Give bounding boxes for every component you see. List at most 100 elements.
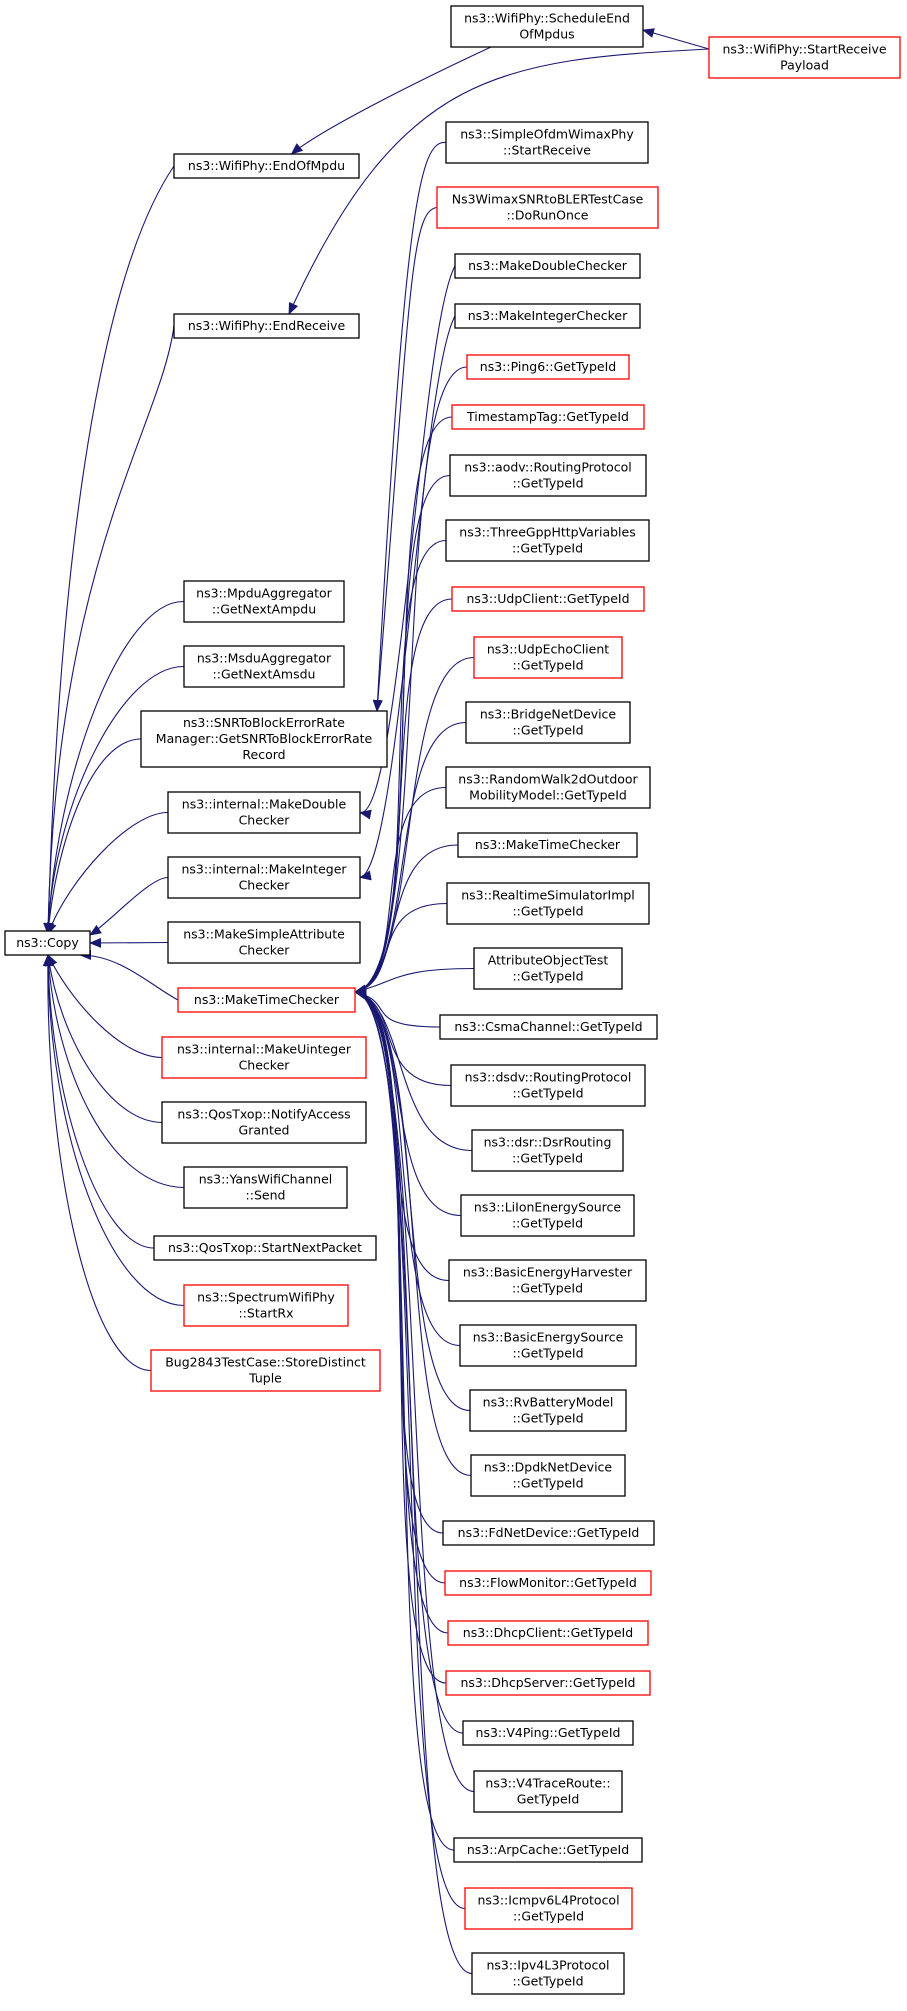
- node-msduagg[interactable]: ns3::MsduAggregator::GetNextAmsdu: [183, 645, 345, 688]
- node-label: ns3::ArpCache::GetTypeId: [467, 1842, 629, 1857]
- node-ns3wimaxsnr[interactable]: Ns3WimaxSNRtoBLERTestCase::DoRunOnce: [436, 186, 659, 229]
- node-box: [4, 930, 91, 956]
- node-label: ::DoRunOnce: [507, 208, 589, 223]
- node-arpcache[interactable]: ns3::ArpCache::GetTypeId: [453, 1837, 643, 1863]
- node-ipv4l3[interactable]: ns3::Ipv4L3Protocol::GetTypeId: [471, 1952, 625, 1995]
- node-label: ::GetTypeId: [513, 1909, 584, 1924]
- node-endreceive[interactable]: ns3::WifiPhy::EndReceive: [173, 313, 360, 339]
- node-box: [466, 354, 630, 380]
- node-snrtoblock[interactable]: ns3::SNRToBlockErrorRateManager::GetSNRT…: [140, 710, 388, 768]
- node-icmpv6[interactable]: ns3::Icmpv6L4Protocol::GetTypeId: [464, 1887, 633, 1930]
- node-label: ::GetTypeId: [512, 1476, 583, 1491]
- node-box: [464, 1887, 633, 1930]
- node-mpduagg[interactable]: ns3::MpduAggregator::GetNextAmpdu: [183, 580, 345, 623]
- node-intmakedouble[interactable]: ns3::internal::MakeDoubleChecker: [167, 791, 361, 834]
- node-box: [445, 1670, 651, 1696]
- node-simpleofdm[interactable]: ns3::SimpleOfdmWimaxPhy::StartReceive: [445, 121, 649, 164]
- node-box: [451, 404, 645, 430]
- node-makedoublechecker[interactable]: ns3::MakeDoubleChecker: [454, 253, 641, 279]
- node-box: [469, 1389, 627, 1432]
- node-dsr[interactable]: ns3::dsr::DsrRouting::GetTypeId: [471, 1129, 624, 1172]
- node-label: ::GetTypeId: [512, 1346, 583, 1361]
- node-dpdk[interactable]: ns3::DpdkNetDevice::GetTypeId: [470, 1454, 626, 1497]
- node-label: ns3::QosTxop::StartNextPacket: [168, 1240, 362, 1255]
- node-maketimechecker[interactable]: ns3::MakeTimeChecker: [177, 987, 356, 1013]
- node-label: Ns3WimaxSNRtoBLERTestCase: [452, 192, 644, 207]
- node-dhcpserver[interactable]: ns3::DhcpServer::GetTypeId: [445, 1670, 651, 1696]
- node-box: [471, 1129, 624, 1172]
- node-intmakeinteger[interactable]: ns3::internal::MakeIntegerChecker: [167, 856, 361, 899]
- node-box: [183, 645, 345, 688]
- edge-bug2843-to-copy: [42, 954, 152, 1372]
- node-box: [445, 121, 649, 164]
- edge-arpcache-to-maketimechecker: [354, 988, 455, 1851]
- node-randomwalk[interactable]: ns3::RandomWalk2dOutdoorMobilityModel::G…: [445, 766, 651, 809]
- node-basicharvester[interactable]: ns3::BasicEnergyHarvester::GetTypeId: [448, 1259, 647, 1302]
- node-label: ::GetTypeId: [512, 1974, 583, 1989]
- node-endofmpdu[interactable]: ns3::WifiPhy::EndOfMpdu: [173, 153, 360, 179]
- node-label: ::GetTypeId: [512, 723, 583, 738]
- node-spectrumstartrx[interactable]: ns3::SpectrumWifiPhy::StartRx: [183, 1284, 349, 1327]
- node-box: [442, 1520, 655, 1546]
- node-yanssend[interactable]: ns3::YansWifiChannel::Send: [183, 1166, 348, 1209]
- node-bridgenet[interactable]: ns3::BridgeNetDevice::GetTypeId: [465, 701, 631, 744]
- edge-randomwalk-to-maketimechecker: [354, 786, 447, 995]
- node-copy[interactable]: ns3::Copy: [4, 930, 91, 956]
- nodes-layer: ns3::Copyns3::WifiPhy::EndOfMpduns3::Wif…: [4, 5, 901, 1995]
- node-label: Checker: [239, 878, 291, 893]
- node-ping6[interactable]: ns3::Ping6::GetTypeId: [466, 354, 630, 380]
- node-label: ns3::FlowMonitor::GetTypeId: [459, 1575, 637, 1590]
- node-liion[interactable]: ns3::LiIonEnergySource::GetTypeId: [460, 1194, 635, 1237]
- node-timestamptag[interactable]: TimestampTag::GetTypeId: [451, 404, 645, 430]
- node-flowmonitor[interactable]: ns3::FlowMonitor::GetTypeId: [444, 1570, 652, 1596]
- node-maketimechecker2[interactable]: ns3::MakeTimeChecker: [457, 832, 638, 858]
- node-dsdv[interactable]: ns3::dsdv::RoutingProtocol::GetTypeId: [450, 1064, 646, 1107]
- node-attrobjtest[interactable]: AttributeObjectTest::GetTypeId: [473, 947, 623, 990]
- node-label: ns3::WifiPhy::StartReceive: [722, 42, 886, 57]
- edge-mpduagg-to-copy: [43, 600, 185, 935]
- node-qosstartnext[interactable]: ns3::QosTxop::StartNextPacket: [153, 1235, 377, 1261]
- edge-intmakeuint-to-copy: [47, 954, 163, 1059]
- node-label: ns3::UdpEchoClient: [487, 642, 609, 657]
- node-rvbattery[interactable]: ns3::RvBatteryModel::GetTypeId: [469, 1389, 627, 1432]
- node-v4trace[interactable]: ns3::V4TraceRoute::GetTypeId: [473, 1770, 623, 1813]
- node-label: ns3::WifiPhy::EndOfMpdu: [188, 158, 345, 173]
- node-label: ns3::V4TraceRoute::: [485, 1776, 610, 1791]
- node-aodv[interactable]: ns3::aodv::RoutingProtocol::GetTypeId: [449, 454, 647, 497]
- node-udpclient[interactable]: ns3::UdpClient::GetTypeId: [451, 586, 645, 612]
- node-label: ns3::MakeIntegerChecker: [468, 308, 628, 323]
- node-csmachannel[interactable]: ns3::CsmaChannel::GetTypeId: [439, 1014, 658, 1040]
- edge-scheduleend-to-endofmpdu: [290, 46, 492, 155]
- node-label: OfMpdus: [519, 27, 574, 42]
- node-label: ns3::UdpClient::GetTypeId: [466, 591, 629, 606]
- node-label: ns3::QosTxop::NotifyAccess: [177, 1107, 350, 1122]
- node-v4ping[interactable]: ns3::V4Ping::GetTypeId: [462, 1720, 634, 1746]
- node-label: Granted: [239, 1123, 290, 1138]
- node-label: ns3::RandomWalk2dOutdoor: [458, 772, 638, 787]
- node-label: ns3::CsmaChannel::GetTypeId: [454, 1019, 642, 1034]
- node-label: ::GetTypeId: [512, 1151, 583, 1166]
- node-box: [446, 882, 650, 925]
- node-udpecho[interactable]: ns3::UdpEchoClient::GetTypeId: [473, 636, 623, 679]
- node-fdnet[interactable]: ns3::FdNetDevice::GetTypeId: [442, 1520, 655, 1546]
- node-label: ns3::BasicEnergyHarvester: [463, 1265, 633, 1280]
- node-makeintegerchecker[interactable]: ns3::MakeIntegerChecker: [454, 303, 641, 329]
- edge-yanssend-to-copy: [43, 954, 185, 1189]
- node-basicsource[interactable]: ns3::BasicEnergySource::GetTypeId: [459, 1324, 637, 1367]
- node-box: [460, 1194, 635, 1237]
- node-realtimesim[interactable]: ns3::RealtimeSimulatorImpl::GetTypeId: [446, 882, 650, 925]
- node-label: ::GetTypeId: [512, 969, 583, 984]
- node-box: [167, 856, 361, 899]
- node-box: [161, 1101, 367, 1144]
- edge-startrecvpayload-to-scheduleend: [642, 28, 710, 50]
- node-dhcpclient[interactable]: ns3::DhcpClient::GetTypeId: [447, 1620, 649, 1646]
- node-box: [173, 313, 360, 339]
- node-threegpp[interactable]: ns3::ThreeGppHttpVariables::GetTypeId: [445, 519, 650, 562]
- node-box: [445, 519, 650, 562]
